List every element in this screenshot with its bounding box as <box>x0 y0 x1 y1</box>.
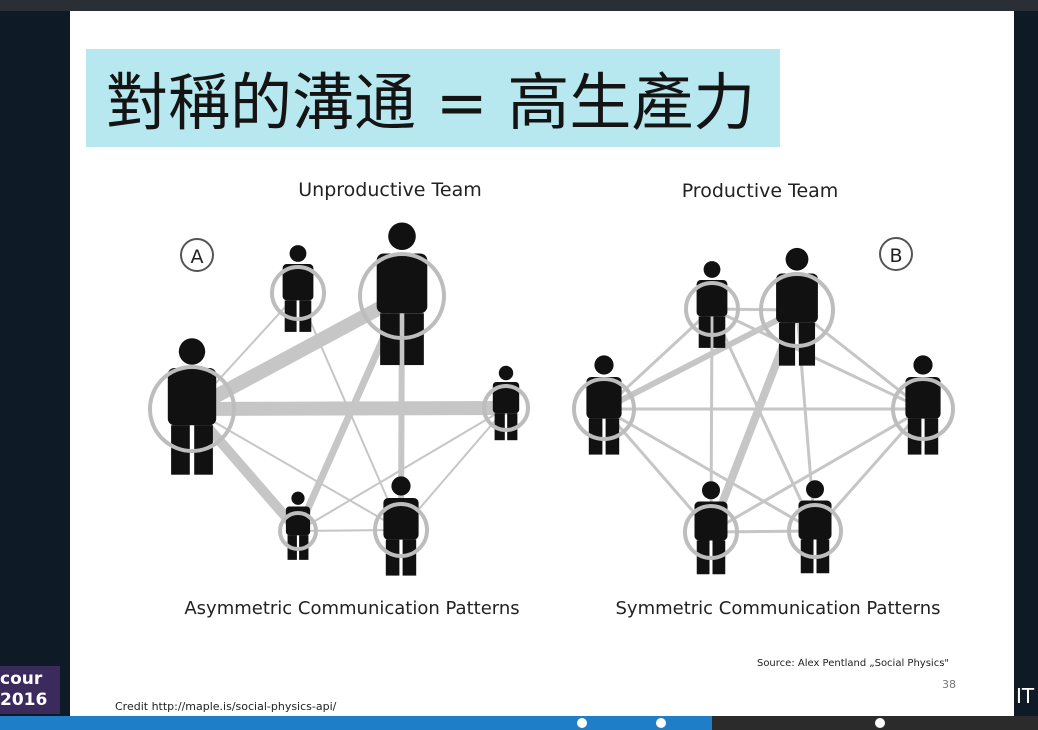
person-icon <box>787 480 843 574</box>
person-icon <box>482 365 530 441</box>
marker-b-circle <box>879 237 913 271</box>
page-number: 38 <box>942 678 956 691</box>
video-progress-bar[interactable] <box>0 716 1038 730</box>
link-line <box>709 529 817 534</box>
person-icon <box>891 355 955 455</box>
marker-a-circle <box>180 238 214 272</box>
link-line <box>297 407 507 532</box>
link-line <box>709 407 925 534</box>
slide: 對稱的溝通 = 高生產力 Unproductive Team Productiv… <box>70 11 1014 716</box>
marker-a: A <box>191 246 204 268</box>
person-icon <box>683 481 739 575</box>
person-icon <box>759 247 835 366</box>
credit-note: Credit http://maple.is/social-physics-ap… <box>115 700 337 713</box>
title-highlight <box>86 49 780 147</box>
progress-marker[interactable] <box>577 718 587 728</box>
link-line <box>602 407 817 533</box>
slide-title: 對稱的溝通 = 高生產力 <box>106 66 756 139</box>
edges-a <box>185 289 513 536</box>
caption-a: Asymmetric Communication Patterns <box>184 598 519 619</box>
caption-b: Symmetric Communication Patterns <box>615 598 940 619</box>
network-diagram: Unproductive Team Productive Team A B As… <box>115 179 956 713</box>
progress-fill <box>0 716 712 730</box>
progress-marker[interactable] <box>656 718 666 728</box>
person-icon <box>572 355 636 455</box>
heading-a: Unproductive Team <box>298 179 482 201</box>
progress-marker[interactable] <box>875 718 885 728</box>
edges-b <box>601 306 925 536</box>
heading-b: Productive Team <box>682 180 839 202</box>
person-icon <box>278 491 318 560</box>
people-b <box>572 247 955 575</box>
person-icon <box>684 261 740 348</box>
person-icon <box>358 222 446 366</box>
link-line <box>190 294 404 411</box>
marker-b: B <box>889 245 902 267</box>
source-note: Source: Alex Pentland „Social Physics" <box>757 658 949 669</box>
link-line <box>297 292 402 531</box>
conference-logo: cour 2016 <box>0 666 60 714</box>
person-icon <box>148 338 236 475</box>
edge-text: IT <box>1016 684 1035 708</box>
link-line <box>710 307 925 411</box>
person-icon <box>270 245 326 332</box>
people-a <box>148 222 530 576</box>
top-bar <box>0 0 1038 11</box>
link-line <box>795 308 925 411</box>
person-icon <box>373 476 429 576</box>
